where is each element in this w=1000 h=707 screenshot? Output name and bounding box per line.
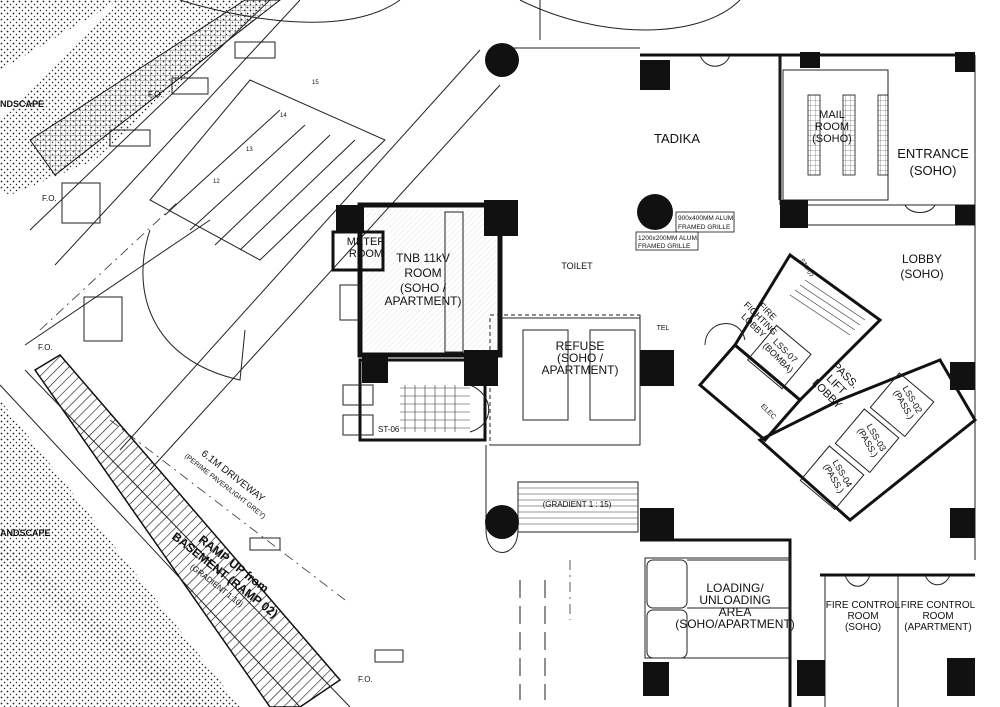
parking-lots [142,79,386,381]
stair-st06-label: ST-06 [378,425,400,434]
label-fcr-soho-3: (SOHO) [845,622,881,633]
lot-12: 12 [213,179,220,185]
lift-lobby-walls [697,224,977,522]
stair-st06 [342,358,490,442]
label-loading-2: UNLOADING [699,593,770,607]
label-tel: TEL [657,325,670,332]
label-refuse-3: APARTMENT) [542,363,619,377]
fo-label-1: F.O. [148,90,163,99]
label-tnb-2: ROOM [404,266,441,280]
gradient-ramp [485,445,639,553]
refuse-room [489,314,641,446]
grille-2-line1: 1200x200MM ALUM. [638,235,699,242]
lot-15: 15 [312,80,319,86]
label-lobby-2: (SOHO) [900,267,943,281]
landscape-label-top: NDSCAPE [0,99,44,109]
label-mail-room-2: ROOM [815,121,849,133]
label-loading-3: AREA [719,605,752,619]
fo-label-3: F.O. [38,343,53,352]
lot-14: 14 [280,113,287,119]
landscape-strip-bottom [0,400,240,707]
lot-13: 13 [246,147,253,153]
landscape-strip-top [0,0,281,195]
label-loading-1: LOADING/ [706,581,764,595]
label-fcr-apt-1: FIRE CONTROL [901,600,976,611]
label-toilet: TOILET [561,261,593,271]
label-refuse-1: REFUSE [556,339,605,353]
landscape-label-mid: ANDSCAPE [0,528,51,538]
label-mail-room-3: (SOHO) [812,133,852,145]
label-tnb-3: (SOHO / [400,281,447,295]
label-entrance-1: ENTRANCE [897,146,969,161]
label-loading-4: (SOHO/APARTMENT) [675,617,795,631]
label-refuse-2: (SOHO / [557,351,604,365]
fo-label-2: F.O. [42,194,57,203]
label-meter-2: ROOM [349,248,383,260]
label-fcr-soho-1: FIRE CONTROL [826,600,901,611]
driveway-lines [0,0,741,707]
loading-area [519,538,975,707]
label-fcr-soho-2: ROOM [847,611,878,622]
label-fcr-apt-2: ROOM [922,611,953,622]
label-meter-1: METER [347,236,386,248]
structural-columns [336,43,975,696]
label-elec: ELEC [759,403,777,421]
ramp-hatch [33,354,342,707]
stair-st07-label: STS-07 [798,258,814,279]
grille-2-line2: FRAMED GRILLE [638,243,691,250]
tnb-room-walls [331,202,503,358]
label-entrance-2: (SOHO) [910,163,957,178]
label-tnb-1: TNB 11kV [396,251,450,265]
gradient-label: (GRADIENT 1 : 15) [543,500,612,509]
label-mail-room-1: MAIL [819,109,845,121]
fo-label-4: F.O. [358,675,373,684]
site-markers [61,41,404,663]
label-tnb-4: APARTMENT) [385,294,462,308]
grille-1-line2: FRAMED GRILLE [678,224,731,231]
label-tadika: TADIKA [654,131,700,146]
label-fcr-apt-3: (APARTMENT) [904,622,971,633]
grille-1-line1: 900x400MM ALUM. [678,215,735,222]
label-lobby-1: LOBBY [902,252,942,266]
